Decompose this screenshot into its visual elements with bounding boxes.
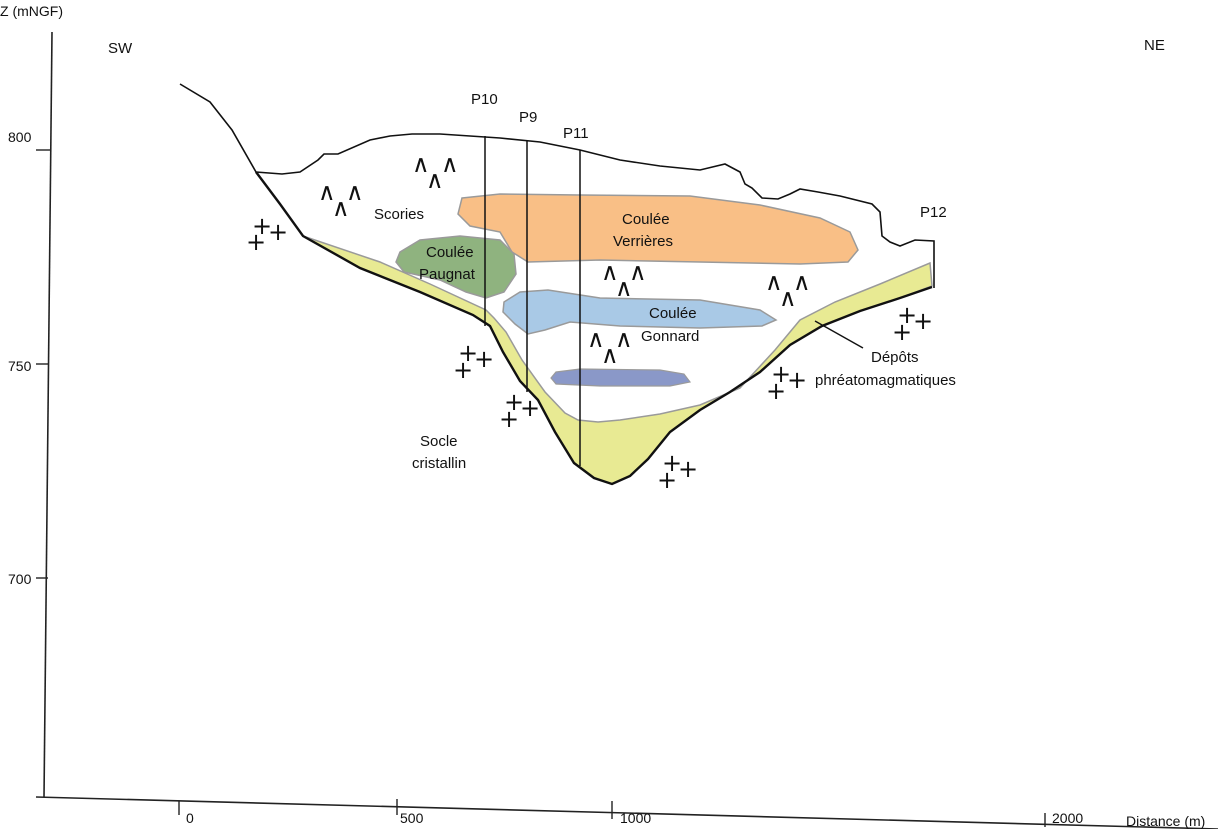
scoria-symbol: ∧ <box>615 274 633 302</box>
lower-lava-lens <box>550 368 692 387</box>
scoria-symbol: ∧ <box>426 166 444 194</box>
basement-symbol: + <box>897 301 917 329</box>
depots-leader-line <box>814 320 864 349</box>
label-socle-line1: Socle <box>420 433 458 450</box>
coulee-gonnard-body <box>502 289 778 335</box>
basement-symbol: + <box>913 307 933 335</box>
coulee-paugnat-body <box>395 235 517 299</box>
basement-symbol: + <box>268 218 288 246</box>
scoria-symbol: ∧ <box>601 341 619 369</box>
basement-contact-line <box>255 171 933 486</box>
basement-symbol: + <box>787 366 807 394</box>
label-gonnard-line2: Gonnard <box>641 328 699 345</box>
scoria-symbol: ∧ <box>779 284 797 312</box>
basement-symbol: + <box>662 449 682 477</box>
borehole-label-p11: P11 <box>563 125 589 142</box>
basement-symbol: + <box>453 356 473 384</box>
label-paugnat-line2: Paugnat <box>419 266 476 283</box>
x-tick-label-0: 0 <box>186 810 194 826</box>
label-depots-line1: Dépôts <box>871 349 919 366</box>
orientation-sw: SW <box>108 40 133 57</box>
basement-symbol: + <box>252 212 272 240</box>
scoria-symbol: ∧ <box>318 178 336 206</box>
y-tick-label-700: 700 <box>8 571 32 587</box>
topographic-surface-line <box>179 83 935 288</box>
scoria-symbol: ∧ <box>412 150 430 178</box>
borehole-label-p9: P9 <box>519 109 537 126</box>
scoria-symbol: ∧ <box>629 258 647 286</box>
basement-symbol: + <box>504 388 524 416</box>
x-tick-label-1000: 1000 <box>620 810 651 826</box>
scoria-symbol: ∧ <box>601 258 619 286</box>
label-verrieres-line1: Coulée <box>622 211 670 228</box>
borehole-label-p10: P10 <box>471 91 498 108</box>
y-tick-label-800: 800 <box>8 129 32 145</box>
scoria-symbol: ∧ <box>615 325 633 353</box>
scoria-symbol-group: ∧ ∧ ∧ ∧ ∧ ∧ ∧ ∧ ∧ ∧ ∧ ∧ ∧ ∧ ∧ <box>318 150 811 369</box>
scoria-symbol: ∧ <box>765 268 783 296</box>
basement-symbol: + <box>766 377 786 405</box>
x-axis <box>35 796 1219 829</box>
basement-symbol-group: + + + + + + + + + + + + + + + + + + <box>246 212 933 494</box>
x-tick-label-2000: 2000 <box>1052 810 1083 826</box>
basement-symbol: + <box>520 394 540 422</box>
label-socle-line2: cristallin <box>412 455 466 472</box>
basement-symbol: + <box>499 405 519 433</box>
basement-symbol: + <box>771 360 791 388</box>
basement-symbol: + <box>892 318 912 346</box>
basement-symbol: + <box>657 466 677 494</box>
basement-symbol: + <box>678 455 698 483</box>
label-depots-line2: phréatomagmatiques <box>815 372 956 389</box>
basement-symbol: + <box>474 345 494 373</box>
scoria-symbol: ∧ <box>346 178 364 206</box>
label-gonnard-line1: Coulée <box>649 305 697 322</box>
scoria-symbol: ∧ <box>587 325 605 353</box>
label-verrieres-line2: Verrières <box>613 233 673 250</box>
coulee-verrieres-body <box>457 193 859 265</box>
x-axis-label: Distance (m) <box>1126 813 1205 829</box>
y-axis-label: Z (mNGF) <box>0 3 63 19</box>
y-axis <box>43 31 53 798</box>
y-tick-label-750: 750 <box>8 358 32 374</box>
scoria-symbol: ∧ <box>332 194 350 222</box>
basement-symbol: + <box>458 339 478 367</box>
basement-symbol: + <box>246 228 266 256</box>
x-tick-label-500: 500 <box>400 810 424 826</box>
scoria-symbol: ∧ <box>441 150 459 178</box>
borehole-label-p12: P12 <box>920 204 947 221</box>
label-scories: Scories <box>374 206 424 223</box>
label-paugnat-line1: Coulée <box>426 244 474 261</box>
orientation-ne: NE <box>1144 37 1165 54</box>
scoria-symbol: ∧ <box>793 268 811 296</box>
